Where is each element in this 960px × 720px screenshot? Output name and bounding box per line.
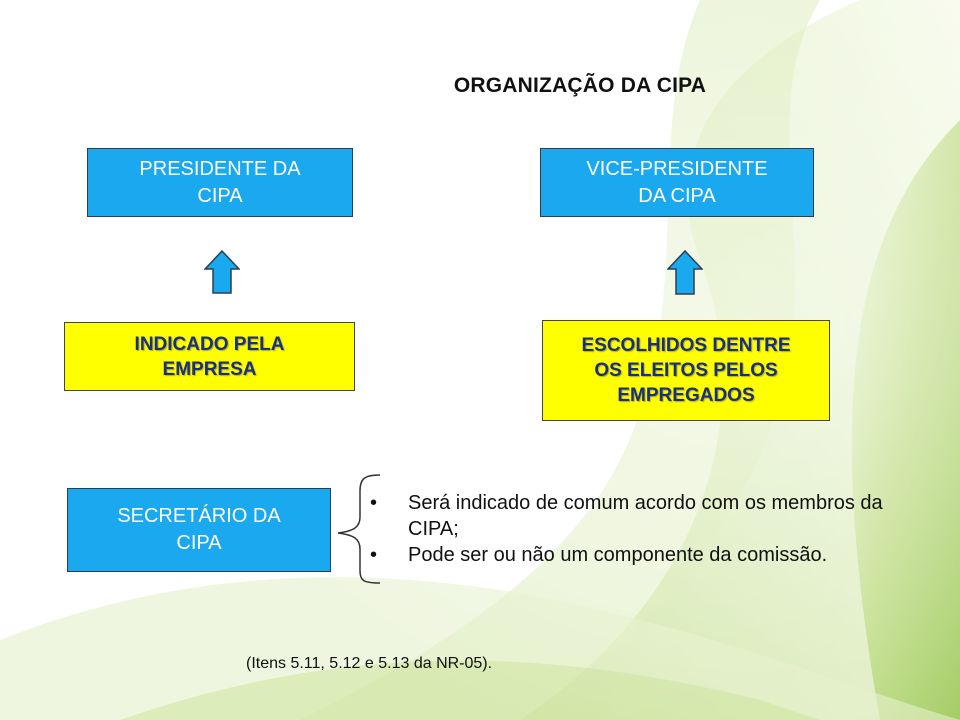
bullet-icon: • xyxy=(370,492,378,514)
secretary-label: SECRETÁRIO DA CIPA xyxy=(117,505,281,554)
secretary-notes-list: • Será indicado de comum acordo com os m… xyxy=(370,490,930,568)
list-item-text: Pode ser ou não um componente da comissã… xyxy=(408,544,828,566)
chosen-by-employees-label: ESCOLHIDOS DENTRE OS ELEITOS PELOS EMPRE… xyxy=(581,335,791,406)
list-item: • Pode ser ou não um componente da comis… xyxy=(370,542,930,568)
president-label: PRESIDENTE DA CIPA xyxy=(139,157,301,207)
chosen-by-employees-box: ESCOLHIDOS DENTRE OS ELEITOS PELOS EMPRE… xyxy=(542,320,830,421)
list-item: • Será indicado de comum acordo com os m… xyxy=(370,490,930,542)
up-arrow-left-icon xyxy=(204,250,240,294)
bullet-icon: • xyxy=(370,544,378,566)
list-item-text: Será indicado de comum acordo com os mem… xyxy=(408,492,883,540)
curly-brace-icon xyxy=(337,474,381,584)
secretary-box: SECRETÁRIO DA CIPA xyxy=(67,488,331,572)
footnote: (Itens 5.11, 5.12 e 5.13 da NR-05). xyxy=(246,655,493,672)
vice-president-box: VICE-PRESIDENTE DA CIPA xyxy=(540,148,814,217)
page-title: ORGANIZAÇÃO DA CIPA xyxy=(453,74,707,97)
indicated-by-company-label: INDICADO PELA EMPRESA xyxy=(134,333,285,380)
president-box: PRESIDENTE DA CIPA xyxy=(87,148,353,217)
indicated-by-company-box: INDICADO PELA EMPRESA xyxy=(64,322,355,391)
up-arrow-right-icon xyxy=(667,250,703,295)
vice-president-label: VICE-PRESIDENTE DA CIPA xyxy=(586,157,768,207)
